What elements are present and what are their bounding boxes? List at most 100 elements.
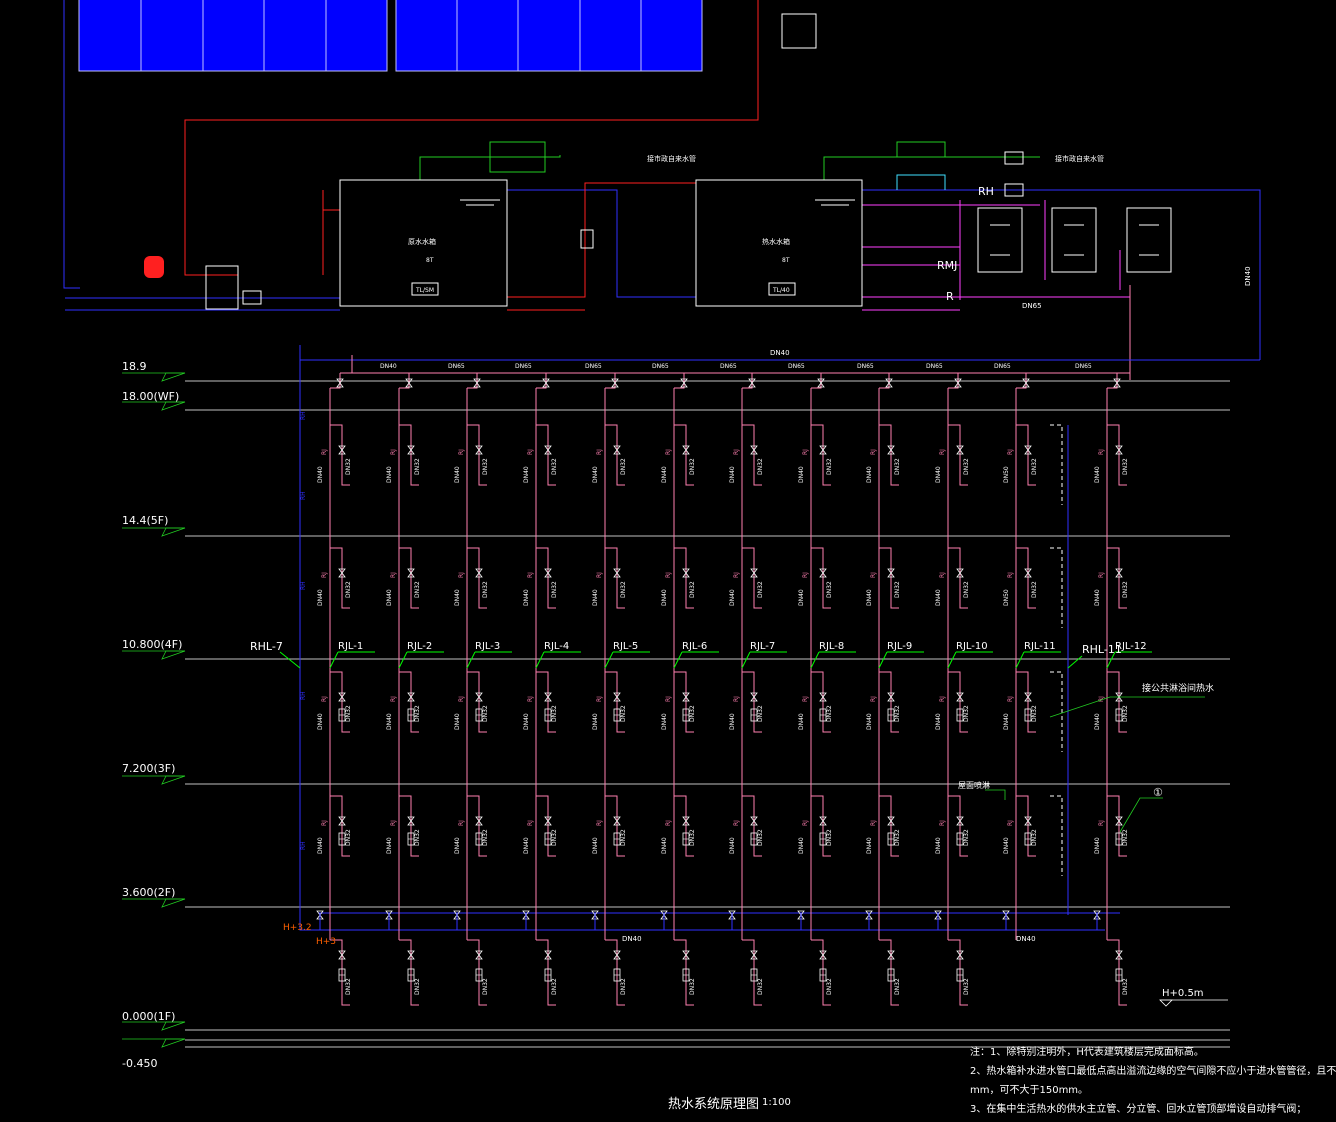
rj-label: RJ — [870, 696, 877, 702]
ground-branch — [948, 939, 968, 1006]
level-label: 18.9 — [122, 360, 147, 373]
floor-branch — [399, 795, 419, 857]
level-marker — [161, 372, 186, 382]
riser-top-branch — [330, 373, 341, 389]
circle-one-label: ① — [1153, 786, 1163, 799]
h3-label: H+3 — [316, 937, 336, 947]
riser-dn-label: DN40 — [798, 837, 805, 854]
floor-branch — [605, 795, 625, 857]
tank2-label: 热水水箱 — [762, 237, 790, 246]
rj-label: RJ — [939, 696, 946, 702]
floor-branch — [742, 671, 762, 733]
riser-dn-label: DN40 — [592, 466, 599, 483]
riser-dn-label: DN40 — [729, 589, 736, 606]
branch-dn-label: DN32 — [1122, 581, 1129, 598]
branch-dn-label: DN32 — [620, 581, 627, 598]
tank2-code: TL/40 — [772, 287, 790, 294]
shower-note: 接公共淋浴间热水 — [1142, 682, 1214, 694]
main-bottom-dn-1: DN40 — [622, 935, 642, 943]
annotation-lines — [985, 696, 1228, 1007]
floor-branch — [1016, 424, 1036, 486]
label-leader — [535, 651, 545, 669]
branch-dn-label: DN32 — [757, 705, 764, 722]
floor-branch — [399, 547, 419, 609]
rj-label: RJ — [390, 820, 397, 826]
rj-label: RJ — [527, 696, 534, 702]
ground-branch — [467, 939, 487, 1006]
branch-dn-label: DN32 — [1122, 705, 1129, 722]
rj-label: RJ — [1098, 696, 1105, 702]
hot-water-schematic: 18.918.00(WF)14.4(5F)10.800(4F)7.200(3F)… — [63, 0, 1261, 1070]
floor-branch — [1016, 547, 1036, 609]
main-dn-label: DN40 — [380, 363, 397, 370]
riser-dn-label: DN40 — [317, 466, 324, 483]
branch-dn-label: DN32 — [345, 581, 352, 598]
riser-top-branch — [948, 373, 959, 389]
equipment — [205, 13, 1172, 310]
rj-label: RJ — [939, 572, 946, 578]
dashed-connection — [1050, 424, 1063, 505]
rj-label: RJ — [1007, 696, 1014, 702]
riser-dn-label: DN40 — [1094, 466, 1101, 483]
rh-label: RH — [300, 411, 307, 420]
branch-dn-label: DN32 — [826, 829, 833, 846]
branch-dn-label: DN32 — [689, 829, 696, 846]
rj-label: RJ — [1007, 449, 1014, 455]
branch-dn-label: DN32 — [689, 458, 696, 475]
main-dn-label: DN65 — [788, 363, 805, 370]
level-marker — [161, 527, 186, 537]
riser-dn-label: DN40 — [866, 837, 873, 854]
main-dn-label: DN65 — [585, 363, 602, 370]
branch-dn-label: DN32 — [620, 458, 627, 475]
rj-label: RJ — [458, 696, 465, 702]
main-dn-label: DN65 — [515, 363, 532, 370]
branch-dn-label: DN32 — [551, 829, 558, 846]
floor-branch — [330, 547, 350, 609]
branch-dn-label: DN32 — [620, 829, 627, 846]
riser-dn-label: DN40 — [661, 713, 668, 730]
riser-dn-label: DN40 — [454, 713, 461, 730]
main-dn-label: DN65 — [1075, 363, 1092, 370]
riser-dn-label: DN40 — [1094, 713, 1101, 730]
floor-branch — [399, 424, 419, 486]
floor-branch — [811, 424, 831, 486]
riser-dn-label: DN40 — [798, 466, 805, 483]
main-dn-label: DN65 — [652, 363, 669, 370]
supply-note-2: 接市政自来水管 — [1055, 154, 1104, 163]
rj-label: RJ — [870, 820, 877, 826]
ground-branch — [811, 939, 831, 1006]
floor-branch — [1107, 671, 1127, 733]
label-leader — [673, 651, 683, 669]
floor-branch — [948, 547, 968, 609]
rj-label: RJ — [802, 820, 809, 826]
label-leader — [1106, 651, 1116, 669]
riser-dn-label: DN40 — [523, 466, 530, 483]
riser-dn-label: DN40 — [592, 589, 599, 606]
label-leader — [398, 651, 408, 669]
floor-branch — [811, 671, 831, 733]
h05-label: H+0.5m — [1162, 988, 1204, 999]
supply-note-1: 接市政自来水管 — [647, 154, 696, 163]
main-dn-label: DN65 — [857, 363, 874, 370]
riser-name-label: RJL-10 — [956, 641, 988, 652]
rh-label: RH — [300, 581, 307, 590]
label-leader — [604, 651, 614, 669]
tank-pipe-dn: DN40 — [1244, 266, 1252, 286]
floor-branch — [879, 795, 899, 857]
rh-label: RH — [300, 841, 307, 850]
floor-branch — [879, 547, 899, 609]
riser-dn-label: DN40 — [1094, 837, 1101, 854]
riser-top-branch — [879, 373, 890, 389]
branch-dn-label: DN32 — [620, 705, 627, 722]
branch-dn-label: DN32 — [826, 978, 833, 995]
note-line-3: mm，可不大于150mm。 — [970, 1085, 1089, 1096]
rj-label: RJ — [733, 696, 740, 702]
branch-dn-label: DN32 — [757, 829, 764, 846]
level-label: 18.00(WF) — [122, 390, 179, 403]
riser-dn-label: DN40 — [454, 466, 461, 483]
rj-label: RJ — [321, 696, 328, 702]
riser-dn-label: DN40 — [317, 589, 324, 606]
riser-name-label: RJL-6 — [682, 641, 707, 652]
